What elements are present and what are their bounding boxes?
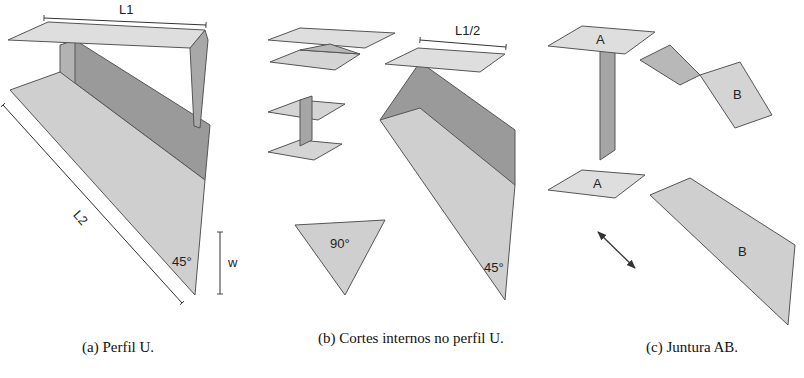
dimension-lines-b bbox=[420, 40, 506, 47]
dimension-lines-a bbox=[3, 18, 220, 303]
dimension-label: L1 bbox=[117, 3, 135, 17]
figure-caption: (b) Cortes internos no perfil U. bbox=[318, 329, 520, 349]
angle-label: 90° bbox=[330, 237, 350, 251]
part-label: B bbox=[733, 88, 742, 102]
angle-label: 45° bbox=[484, 261, 504, 275]
joint-arrow bbox=[598, 232, 635, 268]
dimension-label: L1/2 bbox=[453, 24, 482, 38]
profile-a bbox=[8, 22, 210, 295]
dimension-label: L2 bbox=[69, 207, 92, 230]
part-label: A bbox=[593, 177, 602, 191]
figure-caption: (a) Perfil U. bbox=[82, 339, 154, 356]
angle-label: 45° bbox=[172, 255, 192, 269]
figure-caption: (c) Juntura AB. bbox=[646, 339, 738, 356]
profile-c bbox=[548, 26, 795, 325]
part-label: A bbox=[596, 33, 605, 47]
profile-b bbox=[268, 28, 515, 300]
dimension-label: w bbox=[226, 256, 239, 270]
part-label: B bbox=[738, 245, 747, 259]
